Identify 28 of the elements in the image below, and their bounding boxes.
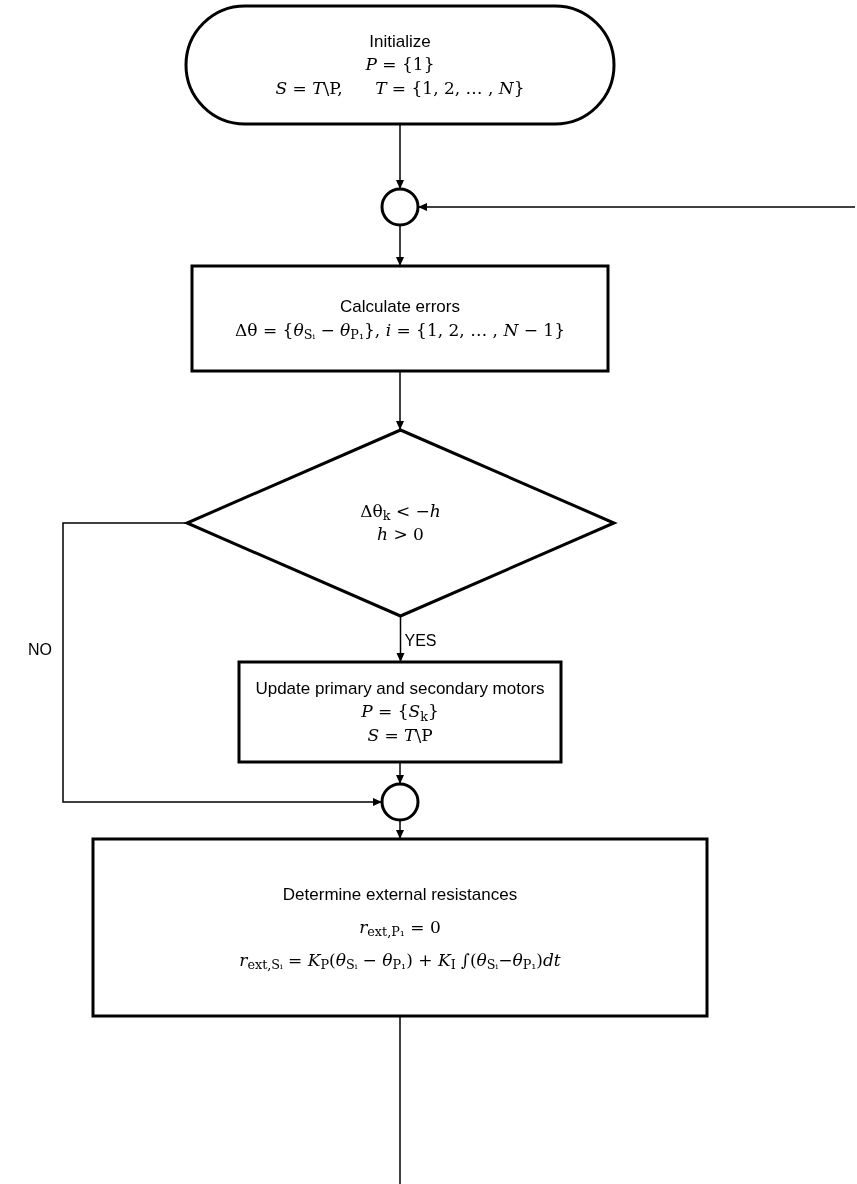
connector-circle: [380, 187, 420, 227]
connector-circle: [380, 782, 420, 822]
node-title: Initialize: [369, 31, 431, 53]
arrow: [396, 615, 405, 663]
edge-label: NO: [28, 642, 52, 658]
formula-text: Δθ = {θ$_{Sᵢ}$ − θ$_{P₁}$}, i = {1, 2, … , N − 1}: [235, 319, 565, 341]
process-box: [190, 264, 610, 373]
process-box: [237, 660, 563, 764]
formula-text: r$_{ext,Sᵢ}$ = K$_{P}$(θ$_{Sᵢ}$ − θ$_{P₁}$) + K$_{I}$ ∫(θ$_{Sᵢ}$−θ$_{P₁}$)dt: [239, 950, 561, 972]
formula-text: h > 0: [377, 524, 424, 546]
process-box: [91, 837, 709, 1018]
formula-text: S = T\P, T = {1, 2, … , N}: [275, 77, 525, 99]
arrow: [396, 761, 404, 785]
arrow: [396, 370, 404, 431]
arrow: [396, 224, 404, 267]
arrow: [396, 819, 404, 840]
node-title: Update primary and secondary motors: [255, 678, 545, 700]
arrow: [417, 203, 856, 211]
edge-label: YES: [404, 633, 437, 649]
node-title: Calculate errors: [340, 296, 460, 318]
formula-text: S = T\P: [367, 724, 433, 746]
formula-text: P = {S$_{k}$}: [361, 701, 439, 723]
formula-text: Δθ$_{k}$ < −h: [360, 500, 441, 522]
arrow: [396, 123, 404, 190]
arrow: [62, 522, 383, 806]
formula-text: r$_{ext,P₁}$ = 0: [359, 916, 441, 939]
node-title: Determine external resistances: [282, 883, 518, 905]
formula-text: P = {1}: [365, 54, 435, 76]
